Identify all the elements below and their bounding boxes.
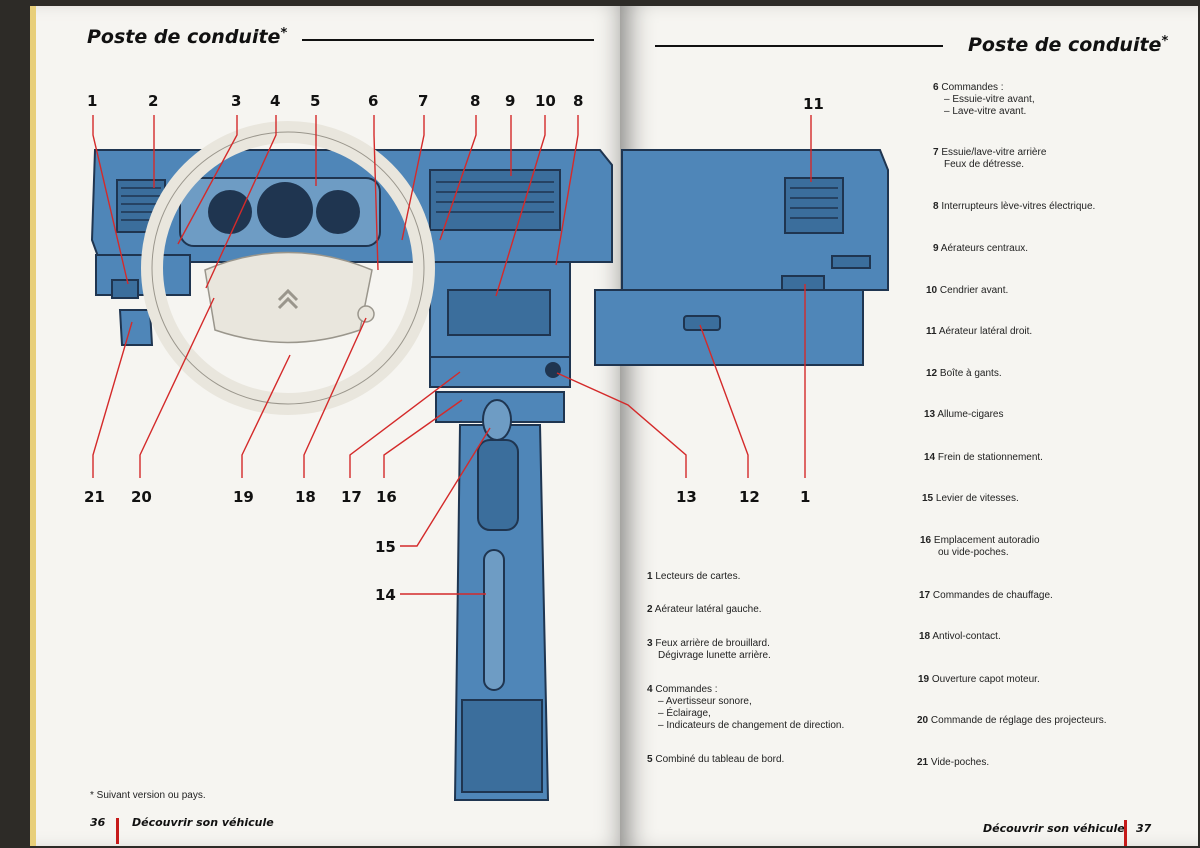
legend-item-12: 12 Boîte à gants. — [926, 368, 1002, 379]
rear-console — [461, 699, 543, 793]
handbrake-lever — [483, 549, 505, 691]
left-storage-pocket — [118, 309, 154, 346]
callout-7-top: 7 — [418, 92, 429, 110]
legend-item-15: 15 Levier de vitesses. — [922, 493, 1019, 504]
callout-4-top: 4 — [270, 92, 281, 110]
callout-13: 13 — [676, 488, 697, 506]
legend-item-3: 3 Feux arrière de brouillard.Dégivrage l… — [647, 638, 771, 661]
legend-item-10: 10 Cendrier avant. — [926, 285, 1009, 296]
legend-item-11: 11 Aérateur latéral droit. — [926, 326, 1033, 337]
right-page-number: 37 — [1136, 822, 1152, 835]
legend-item-1: 1 Lecteurs de cartes. — [647, 571, 741, 582]
legend-item-2: 2 Aérateur latéral gauche. — [647, 604, 762, 615]
brand-chevrons-icon — [277, 288, 299, 310]
gauge-left — [208, 190, 252, 234]
right-footer-bar — [1124, 820, 1127, 846]
ignition-switch — [357, 305, 375, 323]
fuel-gauge — [316, 190, 360, 234]
callout-15: 15 — [375, 538, 396, 556]
gear-boot — [477, 439, 519, 531]
callout-12: 12 — [739, 488, 760, 506]
legend-item-19: 19 Ouverture capot moteur. — [918, 674, 1040, 685]
legend-item-6: 6 Commandes :– Essuie-vitre avant,– Lave… — [933, 82, 1035, 117]
legend-item-8: 8 Interrupteurs lève-vitres électrique. — [933, 201, 1096, 212]
legend-item-18: 18 Antivol-contact. — [919, 631, 1001, 642]
callout-6-top: 6 — [368, 92, 379, 110]
callout-1-top: 1 — [87, 92, 98, 110]
callout-10-top: 10 — [535, 92, 556, 110]
callout-2-top: 2 — [148, 92, 159, 110]
glovebox-handle — [683, 315, 721, 331]
callout-17: 17 — [341, 488, 362, 506]
footnote: * Suivant version ou pays. — [90, 790, 206, 801]
left-page-title: Poste de conduite* — [87, 26, 288, 48]
callout-19: 19 — [233, 488, 254, 506]
callout-21: 21 — [84, 488, 105, 506]
legend-item-14: 14 Frein de stationnement. — [924, 452, 1043, 463]
legend-item-4: 4 Commandes :– Avertisseur sonore,– Écla… — [647, 684, 845, 731]
legend-item-20: 20 Commande de réglage des projecteurs. — [917, 715, 1107, 726]
callout-8b-top: 8 — [573, 92, 584, 110]
right-ventilation-slot — [781, 275, 825, 291]
callout-3-top: 3 — [231, 92, 242, 110]
legend-item-21: 21 Vide-poches. — [917, 757, 990, 768]
callout-5-top: 5 — [310, 92, 321, 110]
central-vents — [429, 169, 561, 231]
callout-11-top: 11 — [803, 95, 824, 113]
callout-8a-top: 8 — [470, 92, 481, 110]
callout-20: 20 — [131, 488, 152, 506]
window-switch — [831, 255, 871, 269]
callout-1-bottom: 1 — [800, 488, 811, 506]
callout-16: 16 — [376, 488, 397, 506]
right-footer-title: Découvrir son véhicule — [983, 822, 1125, 835]
left-page-number: 36 — [90, 816, 106, 829]
left-title-rule — [302, 39, 594, 41]
legend-item-9: 9 Aérateurs centraux. — [933, 243, 1029, 254]
right-title-rule — [655, 45, 943, 47]
map-reader — [111, 279, 139, 299]
callout-18: 18 — [295, 488, 316, 506]
cigar-lighter — [545, 362, 561, 378]
left-footer-title: Découvrir son véhicule — [132, 816, 274, 829]
callout-14: 14 — [375, 586, 396, 604]
legend-item-5: 5 Combiné du tableau de bord. — [647, 754, 785, 765]
callout-9-top: 9 — [505, 92, 516, 110]
glovebox — [594, 289, 864, 366]
right-page-title: Poste de conduite* — [968, 34, 1169, 56]
ashtray — [447, 289, 551, 336]
left-footer-bar — [116, 818, 119, 844]
legend-item-13: 13 Allume-cigares — [924, 409, 1004, 420]
leader-lines — [92, 115, 812, 595]
right-side-vent — [784, 177, 844, 234]
right-page — [620, 6, 1198, 846]
legend-item-17: 17 Commandes de chauffage. — [919, 590, 1053, 601]
speedometer — [257, 182, 313, 238]
gear-knob — [482, 399, 512, 441]
